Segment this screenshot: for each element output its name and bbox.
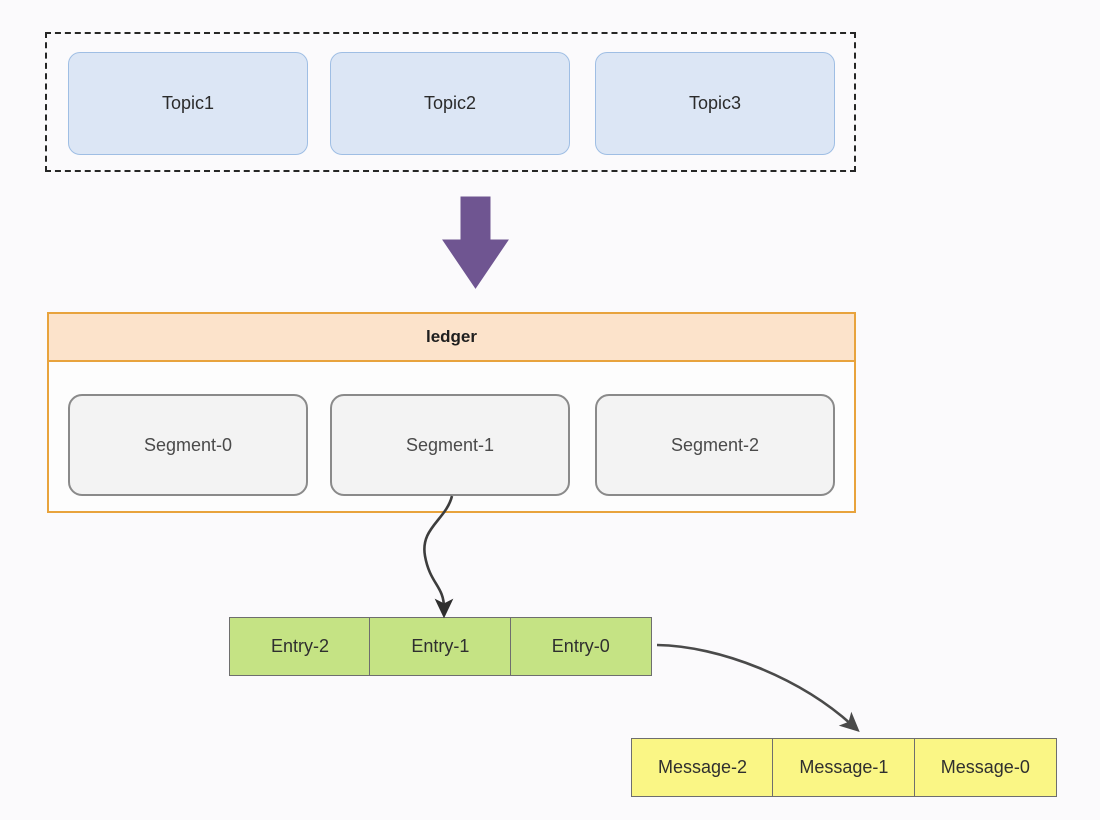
entry-label: Entry-0: [551, 636, 610, 656]
message-cell-1[interactable]: Message-1: [772, 738, 916, 797]
entry-cell-0[interactable]: Entry-0: [509, 617, 652, 676]
segment-label: Segment-2: [670, 434, 760, 455]
segment-box-2[interactable]: Segment-2: [595, 394, 835, 496]
topic-label: Topic3: [688, 93, 742, 113]
entry-to-message-arrow: [656, 643, 860, 732]
entry-label: Entry-1: [411, 636, 470, 656]
entry-strip: Entry-2 Entry-1 Entry-0: [229, 617, 655, 676]
down-arrow-icon: [442, 196, 509, 289]
topic-label: Topic2: [423, 93, 477, 113]
message-label: Message-1: [799, 757, 889, 777]
message-cell-2[interactable]: Message-2: [631, 738, 774, 797]
segment-label: Segment-0: [143, 434, 233, 455]
curve-path: [656, 643, 860, 732]
topic-box-2[interactable]: Topic2: [330, 52, 570, 155]
topics-to-ledger-arrow: [442, 196, 509, 289]
segment-label: Segment-1: [405, 434, 495, 455]
entry-cell-1[interactable]: Entry-1: [369, 617, 512, 676]
topic-box-1[interactable]: Topic1: [68, 52, 308, 155]
topics-group: Topic1 Topic2 Topic3: [45, 32, 856, 172]
ledger-title: ledger: [49, 314, 854, 362]
message-strip: Message-2 Message-1 Message-0: [631, 738, 1058, 797]
message-label: Message-0: [940, 757, 1030, 777]
segment-box-0[interactable]: Segment-0: [68, 394, 308, 496]
message-label: Message-2: [657, 757, 748, 777]
ledger-container: ledger Segment-0 Segment-1 Segment-2: [47, 312, 856, 513]
topic-label: Topic1: [161, 93, 215, 113]
message-cell-0[interactable]: Message-0: [913, 738, 1057, 797]
topic-box-3[interactable]: Topic3: [595, 52, 835, 155]
entry-label: Entry-2: [270, 636, 330, 656]
entry-cell-2[interactable]: Entry-2: [229, 617, 371, 676]
segment-box-1[interactable]: Segment-1: [330, 394, 570, 496]
